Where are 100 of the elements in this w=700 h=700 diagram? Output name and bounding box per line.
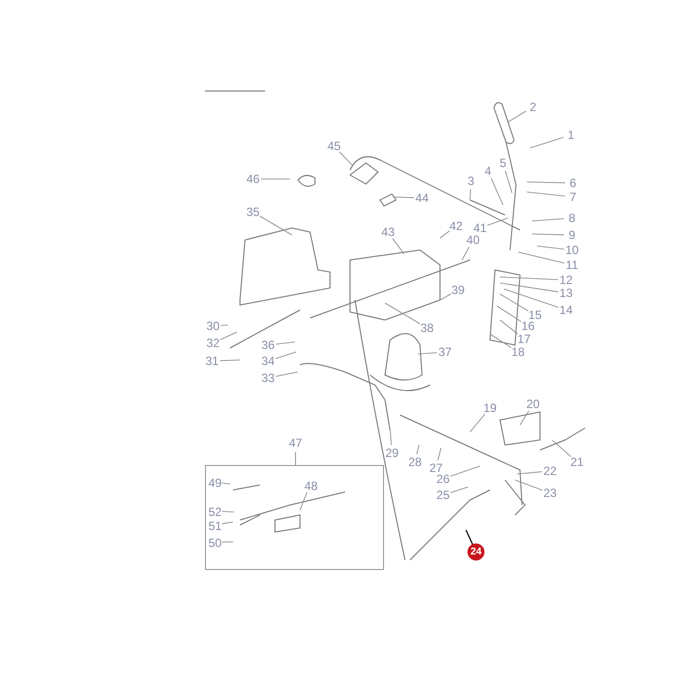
leader-line [462, 246, 470, 260]
leader-line [220, 332, 238, 340]
callout-number: 8 [568, 211, 576, 225]
leader-line [520, 410, 530, 426]
callout-number: 26 [436, 472, 450, 486]
callout-number: 27 [429, 461, 443, 475]
leader-line [518, 252, 565, 264]
callout-number: 25 [436, 488, 450, 502]
leader-line [440, 294, 452, 300]
callout-number: 20 [526, 397, 540, 411]
leader-line [450, 486, 468, 493]
leader-line [530, 137, 564, 148]
callout-number: 37 [438, 345, 452, 359]
leader-line [496, 306, 522, 322]
leader-line [465, 530, 474, 545]
callout-number: 51 [208, 519, 222, 533]
callout-number: 13 [559, 286, 573, 300]
callout-number: 34 [261, 354, 275, 368]
callout-number: 50 [208, 536, 222, 550]
leader-line [526, 192, 566, 196]
callout-number: 11 [566, 258, 578, 272]
leader-line [500, 276, 558, 280]
callout-number: 16 [521, 319, 535, 333]
leader-line [487, 218, 508, 226]
callout-number: 15 [528, 308, 542, 322]
leader-line [222, 511, 234, 512]
callout-number: 10 [565, 243, 579, 257]
leader-line [470, 414, 486, 432]
callout-number: 41 [473, 221, 487, 235]
leader-line [384, 302, 420, 324]
leader-line [490, 178, 504, 206]
callout-number: 6 [570, 176, 576, 190]
leader-line [536, 246, 564, 250]
callout-number: 19 [483, 401, 497, 415]
callout-number: 46 [246, 172, 260, 186]
leader-line [220, 360, 240, 362]
leader-line [552, 440, 572, 458]
callout-number: 43 [381, 225, 395, 239]
callout-number: 33 [261, 371, 275, 385]
leader-line [490, 334, 512, 348]
callout-number: 4 [484, 164, 492, 178]
leader-line [508, 110, 526, 122]
callout-number: 7 [570, 190, 576, 204]
callout-number: 39 [451, 283, 465, 297]
callout-number: 18 [511, 345, 525, 359]
callout-number: 48 [304, 479, 318, 493]
leader-line [275, 372, 298, 377]
leader-line [222, 522, 234, 524]
leader-line [440, 230, 450, 238]
leader-line [300, 492, 308, 510]
callout-number: 44 [415, 191, 429, 205]
callout-number: 30 [206, 319, 220, 333]
callout-number: 14 [559, 303, 573, 317]
callout-number: 38 [420, 321, 434, 335]
callout-number: 45 [327, 139, 341, 153]
leader-line [339, 151, 352, 166]
leader-line [416, 444, 420, 455]
callout-number: 35 [246, 205, 260, 219]
leader-line [275, 352, 296, 359]
leader-line [260, 216, 292, 236]
leader-line [438, 448, 442, 461]
callout-number: 28 [408, 455, 422, 469]
leader-line [418, 352, 438, 354]
leader-line [516, 471, 542, 474]
leader-line [276, 342, 296, 344]
leader-line [500, 294, 528, 312]
callout-number: 52 [208, 505, 222, 519]
leader-line [514, 480, 543, 491]
leader-line [500, 320, 518, 334]
callout-number: 21 [570, 455, 584, 469]
callout-number: 29 [385, 446, 399, 460]
callout-number: 47 [286, 436, 306, 466]
callout-number: 36 [261, 338, 275, 352]
callout-number: 23 [543, 486, 557, 500]
callout-number: 17 [517, 332, 531, 346]
leader-line [504, 288, 559, 308]
leader-line [450, 466, 480, 477]
leader-line [220, 324, 228, 326]
callout-number: 22 [543, 464, 557, 478]
leader-line [470, 188, 471, 200]
leader-line [500, 282, 558, 292]
callout-number: 3 [468, 174, 474, 188]
leader-line [504, 170, 512, 194]
leader-line [532, 234, 564, 236]
leader-line [260, 178, 290, 180]
highlighted-callout-number: 24 [468, 544, 484, 560]
callout-number: 31 [205, 354, 219, 368]
callout-number: 32 [206, 336, 220, 350]
callout-number: 40 [466, 233, 480, 247]
leader-line [390, 428, 392, 446]
callout-number: 9 [568, 228, 576, 242]
callout-number: 42 [449, 219, 463, 233]
callout-number: 2 [530, 100, 536, 114]
leader-line [392, 238, 404, 254]
leader-line [222, 482, 230, 484]
callout-number: 49 [208, 476, 222, 490]
leader-line [392, 196, 414, 198]
leader-line [532, 218, 564, 222]
callout-number: 5 [500, 156, 506, 170]
leader-line [526, 182, 566, 184]
